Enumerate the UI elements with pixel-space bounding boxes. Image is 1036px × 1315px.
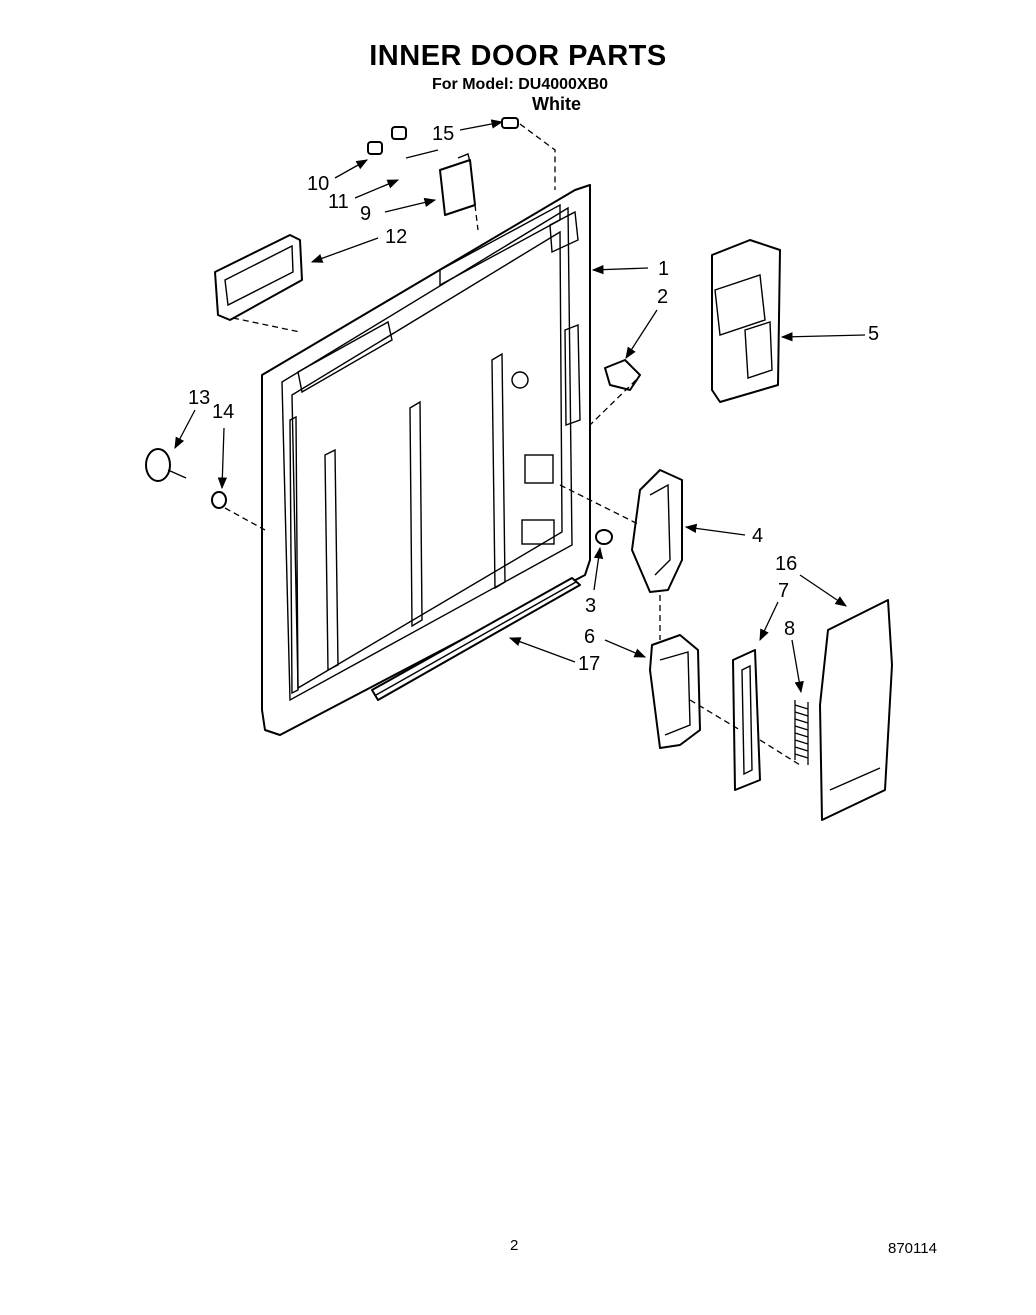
side-cover-panel	[819, 599, 893, 821]
color-line: White	[532, 94, 581, 114]
leader-arrows	[174, 119, 866, 694]
plug-part	[595, 529, 613, 545]
callout-5: 5	[868, 323, 879, 345]
model-line: For Model: DU4000XB0	[432, 76, 609, 93]
inner-door-panel	[261, 184, 591, 736]
callout-14: 14	[212, 401, 234, 423]
callout-2: 2	[657, 286, 668, 308]
knob-and-washer	[145, 448, 227, 509]
document-code: 870114	[888, 1240, 937, 1257]
callout-11: 11	[328, 191, 349, 213]
callout-4: 4	[752, 525, 763, 547]
latch-housing	[711, 239, 781, 403]
spring-part	[794, 700, 809, 765]
callout-12: 12	[385, 226, 407, 248]
door-handle	[214, 234, 303, 321]
callout-10: 10	[307, 173, 329, 195]
page-number: 2	[510, 1237, 519, 1254]
bottom-trim-strip	[371, 577, 581, 701]
callout-13: 13	[188, 387, 210, 409]
callout-9: 9	[360, 203, 371, 225]
latch-strike	[649, 634, 701, 749]
callout-1: 1	[658, 258, 669, 280]
slide-bracket	[732, 649, 761, 791]
callout-labels: 1 2 3 4 5 6 7 8 9 10 11 12 13 14 15 16 1…	[188, 123, 879, 675]
callout-15: 15	[432, 123, 454, 145]
callout-8: 8	[784, 618, 795, 640]
callout-7: 7	[778, 580, 789, 602]
clip-part	[604, 359, 641, 391]
callout-3: 3	[585, 595, 596, 617]
callout-16: 16	[775, 553, 797, 575]
small-hardware	[367, 117, 519, 159]
latch-part	[631, 469, 683, 593]
assembly-lines	[224, 123, 801, 766]
cover-plate	[439, 153, 476, 216]
callout-17: 17	[578, 653, 600, 675]
page-title: INNER DOOR PARTS	[369, 40, 667, 72]
callout-6: 6	[584, 626, 595, 648]
